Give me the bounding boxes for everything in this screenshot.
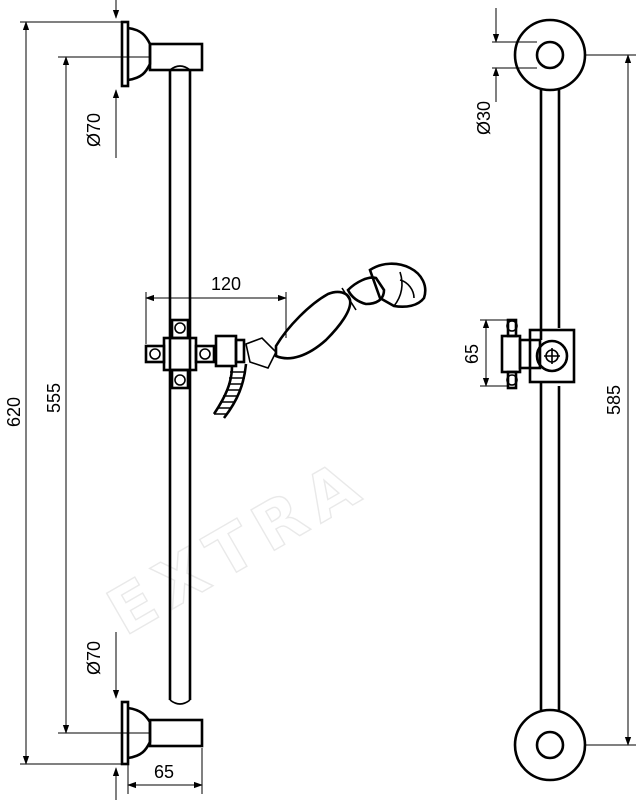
- slider-knob: [144, 318, 216, 390]
- dimension-slider-height: [480, 319, 508, 387]
- front-rail: [168, 65, 192, 705]
- dimension-rail-length: [585, 54, 636, 746]
- dimension-label-rail-length: 585: [604, 385, 624, 415]
- side-view: Ø30 65 585: [462, 8, 636, 782]
- side-bottom-flange: [513, 708, 587, 782]
- dimension-label-bottom-flange: Ø70: [84, 641, 104, 675]
- dimension-label-rail-diameter: Ø30: [474, 101, 494, 135]
- dimension-label-handshower-reach: 120: [211, 274, 241, 294]
- dimension-label-top-flange: Ø70: [84, 113, 104, 147]
- dimension-label-wall-projection: 65: [154, 762, 174, 782]
- side-slider: [500, 318, 576, 390]
- side-top-flange: [513, 18, 587, 92]
- side-rail: [539, 90, 561, 710]
- dimension-label-mount-spacing: 555: [44, 383, 64, 413]
- dimension-overall-height: [20, 21, 122, 765]
- dimension-mount-spacing: [58, 56, 150, 734]
- dimension-label-slider-height: 65: [462, 344, 482, 364]
- watermark: EXTRA: [96, 444, 380, 651]
- handshower-holder: [214, 334, 277, 369]
- dimension-wall-projection: [127, 748, 203, 794]
- dimension-label-overall-height: 620: [4, 397, 24, 427]
- front-view: 620 555 Ø70 Ø70 65: [4, 0, 427, 800]
- hose: [212, 363, 248, 419]
- handshower: [274, 262, 427, 360]
- dimension-rail-diameter: [492, 8, 537, 102]
- dimension-handshower-reach: [145, 292, 287, 344]
